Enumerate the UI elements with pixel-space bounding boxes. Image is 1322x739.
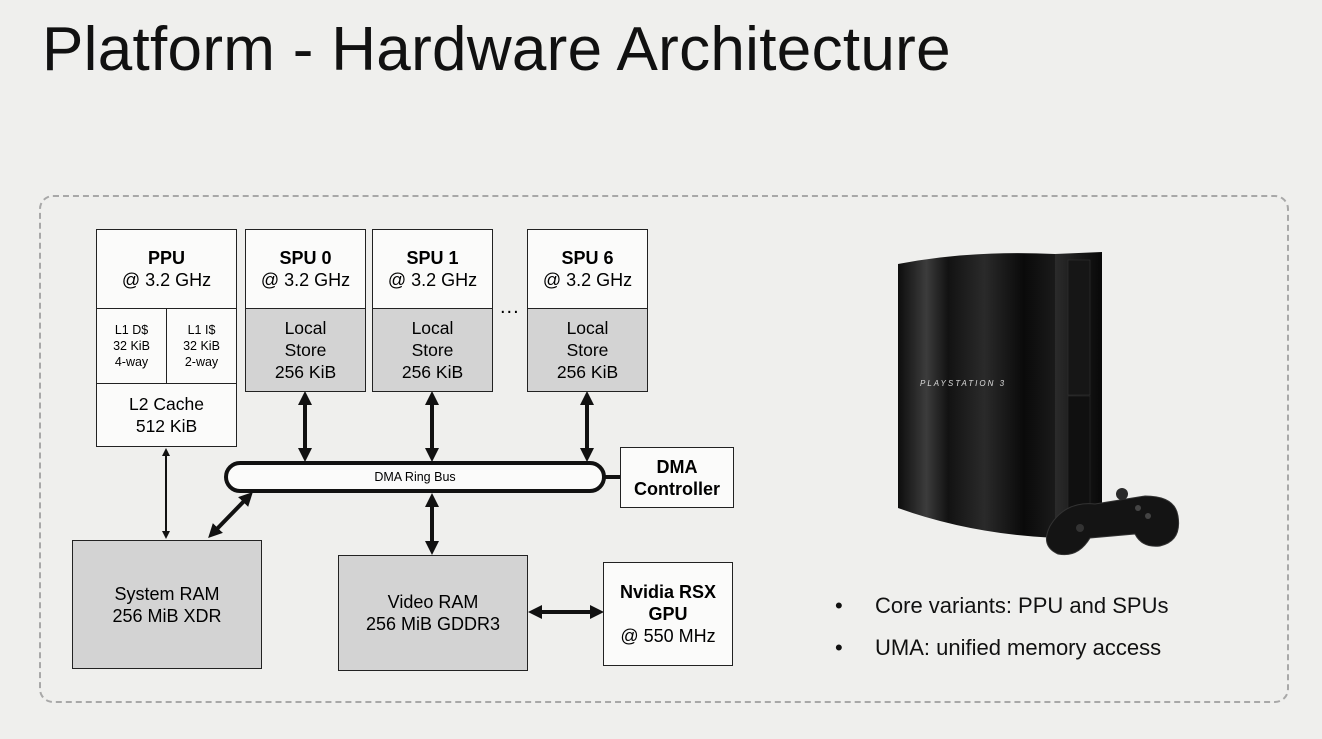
video-ram: Video RAM 256 MiB GDDR3 [338, 555, 528, 671]
spu6-box: SPU 6 @ 3.2 GHz [527, 229, 648, 309]
video-ram-line2: 256 MiB GDDR3 [365, 614, 501, 634]
dma-ring-bus: DMA Ring Bus [224, 461, 606, 493]
l1d-line3: 4-way [114, 355, 149, 369]
spu6-clock: @ 3.2 GHz [542, 270, 633, 290]
system-ram: System RAM 256 MiB XDR [72, 540, 262, 669]
spu0-store-line1: Local [284, 318, 327, 338]
spu6-name: SPU 6 [561, 248, 614, 268]
spu1-store-line1: Local [411, 318, 454, 338]
spu0-box: SPU 0 @ 3.2 GHz [245, 229, 366, 309]
gpu-line3: @ 550 MHz [620, 626, 716, 646]
spu1-clock: @ 3.2 GHz [387, 270, 478, 290]
page-title: Platform - Hardware Architecture [42, 15, 951, 84]
spu1-store-line3: 256 KiB [401, 362, 464, 382]
playstation-console-image: PLAYSTATION 3 [898, 252, 1180, 556]
spu1-local-store: Local Store 256 KiB [372, 308, 493, 392]
l2-line1: L2 Cache [129, 394, 204, 414]
system-ram-line1: System RAM [114, 583, 220, 604]
spu0-store-line3: 256 KiB [274, 362, 337, 382]
bullet-item: UMA: unified memory access [835, 634, 1168, 676]
gpu-line1: Nvidia RSX [619, 582, 717, 602]
gpu-box: Nvidia RSX GPU @ 550 MHz [603, 562, 733, 666]
l1i-line1: L1 I$ [187, 323, 216, 337]
l2-line2: 512 KiB [135, 416, 198, 436]
l1d-cache: L1 D$ 32 KiB 4-way [96, 308, 167, 384]
bullet-list: Core variants: PPU and SPUs UMA: unified… [835, 592, 1168, 676]
spu0-clock: @ 3.2 GHz [260, 270, 351, 290]
gpu-line2: GPU [648, 604, 688, 624]
l2-cache: L2 Cache 512 KiB [96, 383, 237, 447]
diagram-frame [39, 195, 1289, 703]
console-logo: PLAYSTATION 3 [920, 379, 1006, 388]
spu1-name: SPU 1 [406, 248, 459, 268]
l1d-line1: L1 D$ [114, 323, 149, 337]
spu6-store-line1: Local [566, 318, 609, 338]
dma-ring-bus-label: DMA Ring Bus [374, 470, 456, 484]
system-ram-line2: 256 MiB XDR [112, 605, 222, 626]
spu1-box: SPU 1 @ 3.2 GHz [372, 229, 493, 309]
l1i-line3: 2-way [184, 355, 219, 369]
bullet-item: Core variants: PPU and SPUs [835, 592, 1168, 634]
dma-line1: DMA [656, 456, 698, 477]
l1i-line2: 32 KiB [183, 339, 220, 353]
spu-ellipsis: ... [500, 296, 520, 318]
spu6-store-line3: 256 KiB [556, 362, 619, 382]
spu6-store-line2: Store [566, 340, 609, 360]
arrow-bus-sysram [208, 491, 253, 539]
video-ram-line1: Video RAM [387, 592, 479, 612]
dma-line2: Controller [633, 478, 720, 499]
l1d-line2: 32 KiB [113, 339, 150, 353]
dma-controller: DMA Controller [620, 447, 734, 508]
spu0-local-store: Local Store 256 KiB [245, 308, 366, 392]
ppu-box: PPU @ 3.2 GHz [96, 229, 237, 309]
spu0-store-line2: Store [284, 340, 327, 360]
l1i-cache: L1 I$ 32 KiB 2-way [166, 308, 237, 384]
spu6-local-store: Local Store 256 KiB [527, 308, 648, 392]
spu0-name: SPU 0 [279, 248, 332, 268]
ppu-clock: @ 3.2 GHz [121, 270, 212, 290]
ppu-name: PPU [147, 248, 185, 268]
spu1-store-line2: Store [411, 340, 454, 360]
